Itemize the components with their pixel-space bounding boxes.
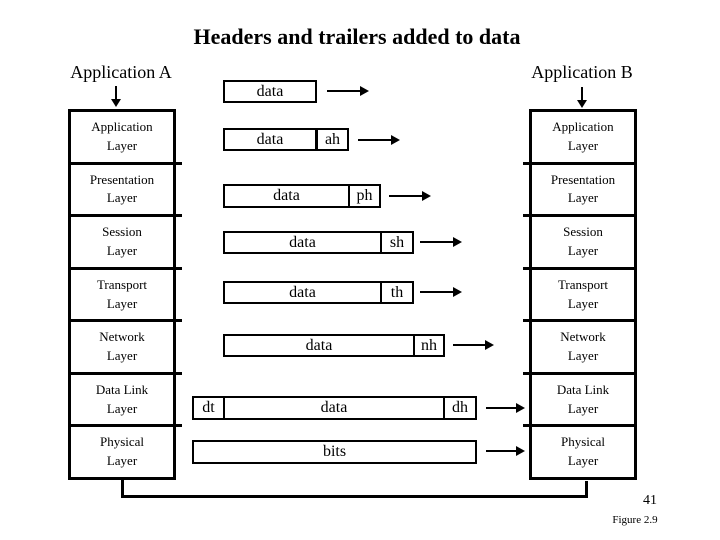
bottom-connector-line	[585, 481, 588, 498]
data-flow-row-6: data nh	[223, 334, 445, 357]
right-arrow-icon	[485, 340, 494, 350]
osi-stack-left: Application Layer Presentation Layer Ses…	[68, 109, 182, 480]
down-arrow-icon	[115, 86, 117, 99]
data-segment: data	[273, 187, 300, 204]
bottom-connector-line	[121, 480, 124, 498]
data-segment: data	[223, 398, 443, 418]
data-segment: data	[289, 233, 316, 251]
down-arrow-icon	[111, 99, 121, 107]
header-box-ah: ah	[316, 128, 349, 151]
data-flow-row-4: data sh	[223, 231, 414, 254]
osi-stack-right: Application Layer Presentation Layer Ses…	[523, 109, 637, 480]
layer-box-datalink: Data Link Layer	[523, 375, 634, 428]
right-arrow-icon	[422, 191, 431, 201]
data-flow-row-3: data ph	[223, 184, 381, 208]
down-arrow-icon	[577, 100, 587, 108]
layer-box-session: Session Layer	[523, 217, 634, 270]
layer-box-datalink: Data Link Layer	[71, 375, 182, 428]
data-segment: data	[256, 82, 284, 100]
header-segment-ph: ph	[348, 186, 379, 206]
right-arrow-icon	[389, 195, 422, 197]
data-segment: data	[289, 283, 316, 301]
right-arrow-icon	[327, 90, 360, 92]
figure-caption: Figure 2.9	[612, 514, 658, 526]
right-arrow-icon	[453, 287, 462, 297]
header-segment-nh: nh	[413, 336, 443, 355]
right-arrow-icon	[453, 237, 462, 247]
application-a-label: Application A	[70, 62, 172, 82]
layer-box-presentation: Presentation Layer	[523, 165, 634, 218]
right-arrow-icon	[453, 344, 485, 346]
slide-title: Headers and trailers added to data	[193, 24, 521, 49]
data-segment: data	[256, 130, 284, 148]
trailer-segment-dt: dt	[202, 399, 215, 416]
header-segment-sh: sh	[380, 233, 412, 252]
layer-box-network: Network Layer	[71, 322, 182, 375]
header-segment-ah: ah	[324, 130, 341, 148]
right-arrow-icon	[486, 450, 516, 452]
right-arrow-icon	[391, 135, 400, 145]
layer-box-transport: Transport Layer	[71, 270, 182, 323]
data-segment: data	[305, 336, 333, 354]
header-segment-th: th	[380, 283, 412, 302]
right-arrow-icon	[420, 291, 453, 293]
layer-box-physical: Physical Layer	[99, 434, 145, 469]
layer-box-transport: Transport Layer	[523, 270, 634, 323]
application-b-label: Application B	[531, 62, 633, 82]
layer-box-physical: Physical Layer	[560, 434, 606, 469]
data-flow-row-8: bits	[192, 440, 477, 464]
layer-box-network: Network Layer	[523, 322, 634, 375]
data-flow-row-5: data th	[223, 281, 414, 304]
down-arrow-icon	[581, 87, 583, 100]
page-number: 41	[643, 493, 657, 508]
data-flow-row-2: data	[223, 128, 317, 151]
right-arrow-icon	[358, 139, 391, 141]
right-arrow-icon	[516, 403, 525, 413]
layer-box-application: Application Layer	[523, 112, 634, 165]
right-arrow-icon	[486, 407, 516, 409]
data-flow-row-7: dt data dh	[192, 396, 477, 420]
right-arrow-icon	[360, 86, 369, 96]
right-arrow-icon	[516, 446, 525, 456]
data-flow-row-1: data	[223, 80, 317, 103]
layer-box-application: Application Layer	[71, 112, 182, 165]
bits-segment: bits	[322, 443, 347, 460]
right-arrow-icon	[420, 241, 453, 243]
layer-box-session: Session Layer	[71, 217, 182, 270]
layer-box-presentation: Presentation Layer	[71, 165, 182, 218]
header-segment-dh: dh	[443, 398, 475, 418]
bottom-connector-line	[121, 495, 588, 498]
